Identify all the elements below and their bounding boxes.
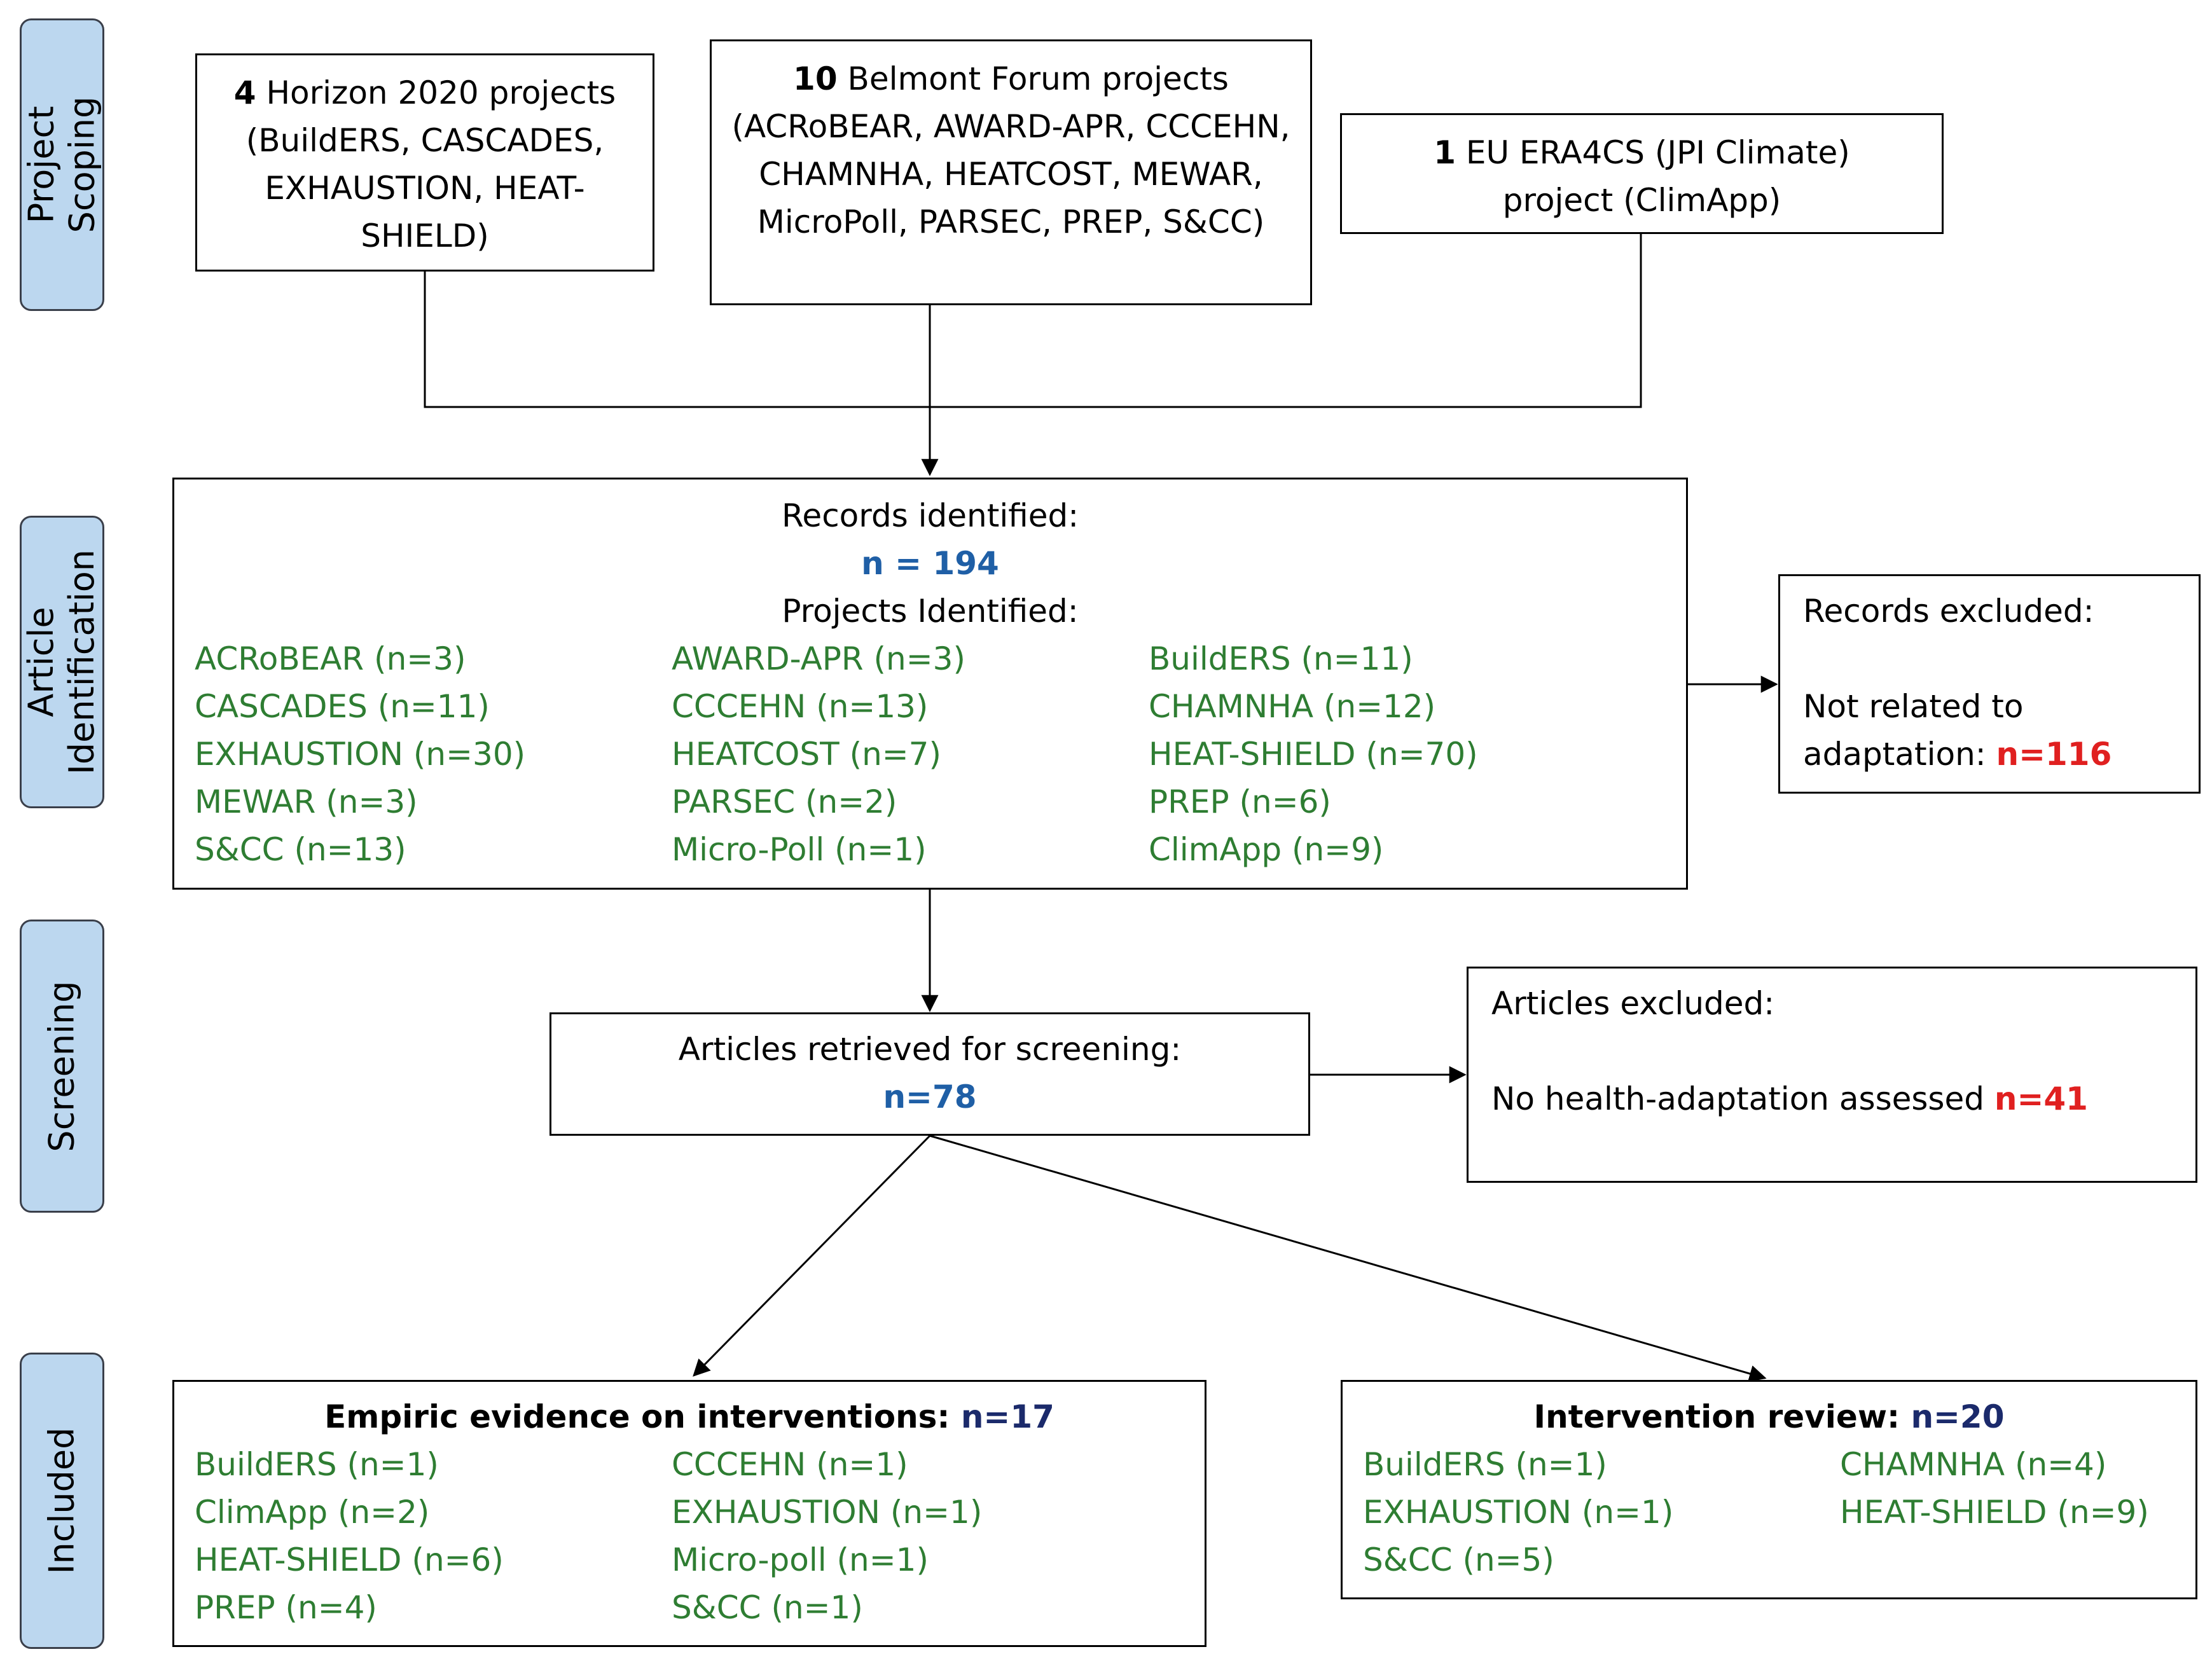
empiric-project-item: HEAT-SHIELD (n=6): [195, 1541, 504, 1578]
horizon-count: 4: [233, 74, 256, 111]
review-project-item: S&CC (n=5): [1363, 1541, 1554, 1578]
project-count-item: EXHAUSTION (n=30): [195, 736, 526, 773]
eu-project-box: 1 EU ERA4CS (JPI Climate) project (ClimA…: [1340, 113, 1944, 234]
horizon-text: Horizon 2020 projects (BuildERS, CASCADE…: [245, 74, 616, 254]
empiric-project-item: Micro-poll (n=1): [672, 1541, 929, 1578]
empiric-evidence-box: Empiric evidence on interventions: n=17 …: [172, 1380, 1206, 1647]
stage-included: Included: [20, 1353, 104, 1649]
review-project-item: BuildERS (n=1): [1363, 1446, 1607, 1483]
empiric-items-grid: BuildERS (n=1) CCCEHN (n=1) ClimApp (n=2) E…: [195, 1441, 1205, 1632]
project-count-item: ACRoBEAR (n=3): [195, 640, 466, 677]
belmont-count: 10: [793, 60, 838, 97]
project-count-item: Micro-Poll (n=1): [672, 831, 927, 868]
project-count-item: CCCEHN (n=13): [672, 688, 929, 725]
retrieved-label: Articles retrieved for screening:: [678, 1031, 1182, 1068]
review-heading: Intervention review: n=20: [1343, 1393, 2195, 1441]
stage-project-scoping: Project Scoping: [20, 18, 104, 311]
arrow-to-review: [929, 1134, 1767, 1382]
records-count: n = 194: [861, 545, 999, 582]
empiric-project-item: EXHAUSTION (n=1): [672, 1494, 983, 1531]
empiric-count: n=17: [960, 1398, 1054, 1435]
eu-text: EU ERA4CS (JPI Climate) project (ClimApp…: [1455, 134, 1850, 219]
project-count-item: AWARD-APR (n=3): [672, 640, 965, 677]
eu-count: 1: [1434, 134, 1456, 171]
empiric-heading: Empiric evidence on interventions: n=17: [174, 1393, 1205, 1441]
records-excluded-box: Records excluded: Not related to adaptat…: [1778, 574, 2201, 794]
review-label: Intervention review:: [1533, 1398, 1911, 1435]
articles-excluded-box: Articles excluded: No health-adaptation …: [1467, 967, 2197, 1183]
stage-label: Project Scoping: [21, 96, 102, 233]
project-count-item: HEATCOST (n=7): [672, 736, 941, 773]
empiric-label: Empiric evidence on interventions:: [324, 1398, 961, 1435]
eu-connector: [930, 234, 1642, 408]
articles-excluded-label: Articles excluded:: [1491, 985, 1775, 1022]
project-count-item: CHAMNHA (n=12): [1149, 688, 1436, 725]
project-count-item: PREP (n=6): [1149, 783, 1331, 820]
review-items-grid: BuildERS (n=1) CHAMNHA (n=4) EXHAUSTION (n…: [1363, 1441, 2195, 1584]
review-project-item: HEAT-SHIELD (n=9): [1840, 1494, 2149, 1531]
stage-article-identification: Article Identification: [20, 516, 104, 808]
records-label: Records identified:: [781, 497, 1079, 534]
stage-label: Screening: [41, 980, 82, 1152]
retrieved-count: n=78: [883, 1079, 977, 1115]
intervention-review-box: Intervention review: n=20 BuildERS (n=1)…: [1341, 1380, 2197, 1599]
projects-label: Projects Identified:: [782, 593, 1079, 630]
review-count: n=20: [1911, 1398, 2005, 1435]
belmont-projects-box: 10 Belmont Forum projects (ACRoBEAR, AWA…: [710, 39, 1312, 305]
articles-excluded-reason: No health-adaptation assessed: [1491, 1080, 1994, 1117]
empiric-project-item: CCCEHN (n=1): [672, 1446, 908, 1483]
horizon-connector: [424, 270, 930, 408]
project-count-item: PARSEC (n=2): [672, 783, 897, 820]
arrow-to-empiric: [693, 1134, 931, 1377]
records-excluded-count: n=116: [1996, 736, 2112, 773]
stage-label: Included: [41, 1427, 82, 1575]
review-project-item: CHAMNHA (n=4): [1840, 1446, 2107, 1483]
belmont-text: Belmont Forum projects (ACRoBEAR, AWARD-…: [731, 60, 1290, 240]
empiric-project-item: S&CC (n=1): [672, 1589, 863, 1626]
project-count-item: BuildERS (n=11): [1149, 640, 1413, 677]
projects-grid: ACRoBEAR (n=3) AWARD-APR (n=3) BuildERS (n…: [195, 635, 1686, 874]
project-count-item: ClimApp (n=9): [1149, 831, 1384, 868]
project-count-item: CASCADES (n=11): [195, 688, 490, 725]
empiric-project-item: BuildERS (n=1): [195, 1446, 439, 1483]
empiric-project-item: ClimApp (n=2): [195, 1494, 430, 1531]
project-count-item: HEAT-SHIELD (n=70): [1149, 736, 1478, 773]
project-count-item: MEWAR (n=3): [195, 783, 418, 820]
records-identified-box: Records identified: n = 194 Projects Ide…: [172, 478, 1688, 890]
stage-screening: Screening: [20, 920, 104, 1213]
stage-label: Article Identification: [21, 549, 102, 775]
project-count-item: S&CC (n=13): [195, 831, 406, 868]
records-excluded-reason: Not related to adaptation:: [1803, 688, 2024, 773]
articles-excluded-count: n=41: [1994, 1080, 2088, 1117]
articles-retrieved-box: Articles retrieved for screening: n=78: [550, 1012, 1310, 1136]
review-project-item: EXHAUSTION (n=1): [1363, 1494, 1674, 1531]
horizon-projects-box: 4 Horizon 2020 projects (BuildERS, CASCA…: [195, 53, 654, 272]
records-excluded-label: Records excluded:: [1803, 593, 2094, 630]
empiric-project-item: PREP (n=4): [195, 1589, 377, 1626]
